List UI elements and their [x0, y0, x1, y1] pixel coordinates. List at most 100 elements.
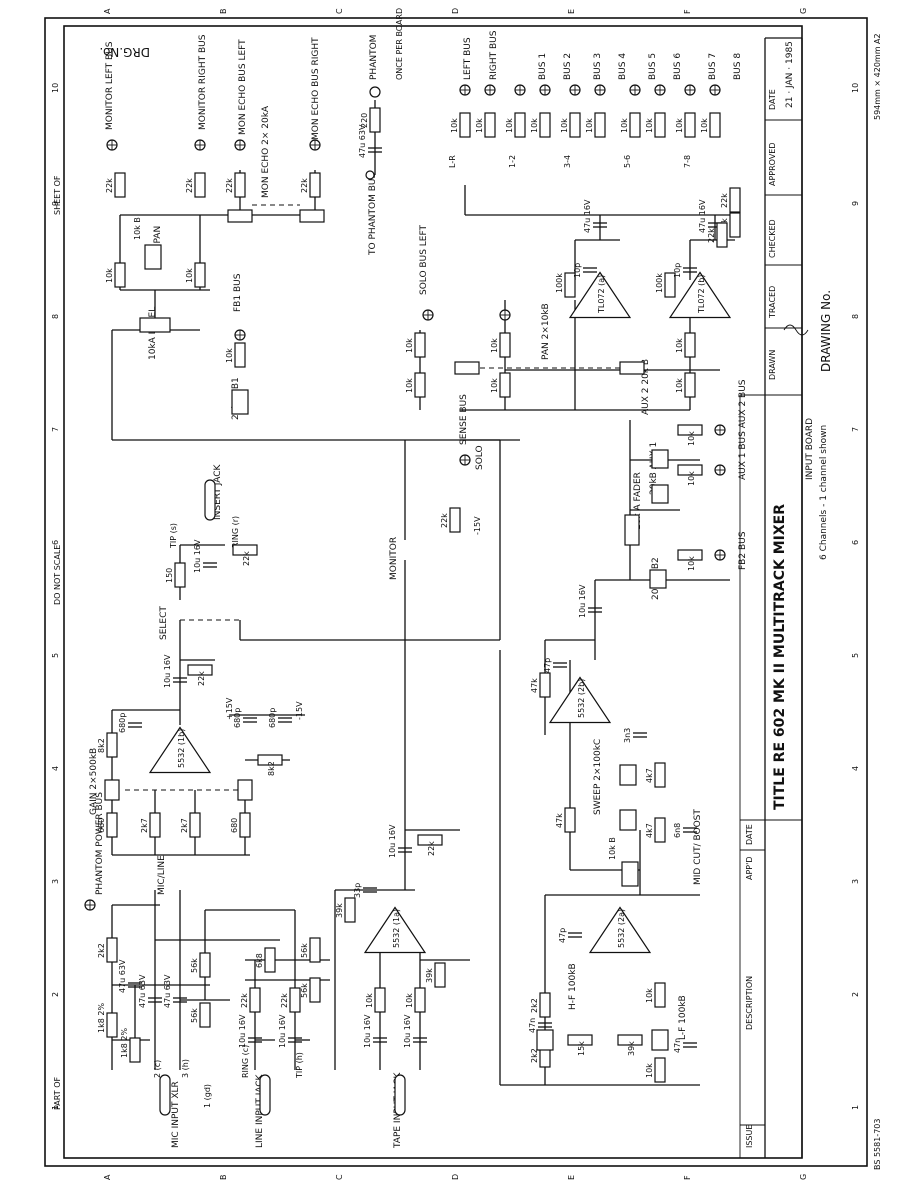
- res-1k8-a-value: 1k8 2%: [97, 1003, 106, 1033]
- zone-letter-E-0: E: [567, 9, 576, 14]
- level-pot-label: 10kA LEVEL: [148, 307, 158, 360]
- opamp-3: [588, 906, 652, 954]
- zone-letter-A-0: A: [103, 8, 112, 14]
- res-pan-3-value: 10k: [490, 378, 499, 393]
- res-22k-b: [289, 987, 301, 1013]
- mon-echo-left-bus-label: MON ECHO BUS LEFT: [238, 39, 248, 135]
- cap-phantom-value: 47u 63V: [358, 124, 367, 158]
- res-eq-39k: [617, 1034, 643, 1046]
- checked-label: CHECKED: [768, 219, 777, 258]
- solo-switch-label: SOLO: [475, 445, 485, 470]
- res-2k7-a: [149, 812, 161, 838]
- res-tape-10k-a: [374, 987, 386, 1013]
- res-mon-22k-d-value: 22k: [300, 178, 309, 193]
- cap-10u-a-value: 10u 16V: [238, 1014, 247, 1048]
- res-sum-100k-a-value: 100k: [555, 273, 564, 293]
- res-sum-100k-b: [664, 272, 676, 298]
- cap-sum-47u-b-value: 47u 16V: [698, 199, 707, 233]
- mon-echo-right-bus-label: MON ECHO BUS RIGHT: [311, 37, 321, 140]
- cap-sum-47u-a-value: 47u 16V: [583, 199, 592, 233]
- opamp-2-label: 5532 (2b): [577, 679, 586, 718]
- cap-eq-47p-b-value: 47p: [543, 658, 552, 673]
- res-mon-10k-a: [114, 262, 126, 288]
- res-1k8-a: [106, 1012, 118, 1038]
- mid-pot-value: 10k B: [608, 837, 617, 860]
- zone-number-4-1: 4: [851, 766, 860, 771]
- res-220-value: 220: [360, 113, 369, 128]
- res-39k-fb: [344, 897, 356, 923]
- cap-10u-pre-value: 10u 16V: [163, 654, 172, 688]
- res-pan-5: [684, 372, 696, 398]
- res-2k7-b: [189, 812, 201, 838]
- zone-number-10-0: 10: [51, 83, 60, 93]
- gain-pot-a: [104, 779, 120, 801]
- fader-pot: [624, 514, 640, 546]
- res-pan-4: [684, 332, 696, 358]
- aux-buses-label: AUX 1 BUS AUX 2 BUS: [738, 379, 748, 480]
- hf-pot: [536, 1029, 554, 1051]
- cap-eq-47p-value: 47p: [558, 928, 567, 943]
- res-39k-b: [434, 962, 446, 988]
- zone-number-9-1: 9: [851, 201, 860, 206]
- res-bus-8-value: 10k: [675, 118, 684, 133]
- res-56k-a: [199, 952, 211, 978]
- res-bus-4-value: 10k: [560, 118, 569, 133]
- cap-tape-a-value: 10u 16V: [363, 1014, 372, 1048]
- opamp-3-label: 5532 (2a): [617, 909, 626, 948]
- insert-ring-label: RING (r): [231, 516, 240, 548]
- once-per-board-label: ONCE PER BOARD: [395, 8, 404, 80]
- xlr-pin3-label: 3 (h): [181, 1059, 190, 1078]
- res-mon-10k-b: [194, 262, 206, 288]
- mic-xlr-jack: [159, 1074, 171, 1116]
- zone-letter-C-1: C: [335, 1174, 344, 1180]
- bus-4-label: BUS 4: [618, 53, 628, 80]
- gain-pot-b: [237, 779, 253, 801]
- inner-frame: [63, 25, 803, 1159]
- xlr-pin1-label: 1 (gd): [203, 1084, 212, 1108]
- res-1k8-b-value: 1k8 2%: [120, 1028, 129, 1058]
- res-bus-7-value: 10k: [645, 118, 654, 133]
- fb2-pot: [649, 569, 667, 589]
- xlr-pin2-label: 2 (c): [153, 1060, 162, 1078]
- res-680-a: [106, 812, 118, 838]
- aux2-pot-label: AUX 2 20k B: [641, 359, 651, 415]
- res-bus-9-value: 10k: [700, 118, 709, 133]
- res-bus-5-value: 10k: [585, 118, 594, 133]
- zone-number-4-0: 4: [51, 766, 60, 771]
- res-sum-22k-a-value: 22k: [720, 193, 729, 208]
- res-bus-9: [709, 112, 721, 138]
- lf-pot: [651, 1029, 669, 1051]
- solo-bus-left-label: SOLO BUS LEFT: [419, 225, 429, 295]
- res-eq-47k-b-value: 47k: [530, 678, 539, 693]
- res-56k-c-value: 56k: [300, 943, 309, 958]
- routing-3-label: 5-6: [623, 155, 632, 168]
- res-22k-insert-value: 22k: [242, 551, 251, 566]
- res-solo-22k-value: 22k: [440, 513, 449, 528]
- res-6k8: [264, 947, 276, 973]
- mon-echo-pot-a: [227, 209, 253, 223]
- zone-number-7-1: 7: [851, 427, 860, 432]
- opamp-2: [548, 676, 612, 724]
- zone-number-2-0: 2: [51, 992, 60, 997]
- solo-minus15-label: -15V: [473, 516, 482, 535]
- sense-bus-label: SENSE BUS: [459, 394, 469, 445]
- zone-letter-D-0: D: [451, 8, 460, 14]
- res-2k2-value: 2k2: [97, 943, 106, 958]
- res-56k-c: [309, 937, 321, 963]
- opamp-0: [148, 726, 212, 774]
- description-label: DESCRIPTION: [745, 976, 754, 1030]
- res-eq-47k-a: [564, 807, 576, 833]
- mic-input-label: MIC INPUT XLR: [171, 1081, 181, 1148]
- cap-eq-47n-a-value: 47n: [673, 1038, 682, 1053]
- zone-number-1-1: 1: [851, 1105, 860, 1110]
- zone-number-3-1: 3: [851, 879, 860, 884]
- right-bus-label: RIGHT BUS: [489, 30, 499, 80]
- res-mon-22k-d: [309, 172, 321, 198]
- res-solo-22k: [449, 507, 461, 533]
- res-sum-22k-c: [716, 222, 728, 248]
- res-bus-5: [594, 112, 606, 138]
- res-2k7-b-value: 2k7: [180, 818, 189, 833]
- routing-1-label: 1-2: [508, 155, 517, 168]
- cap-680p-pos-value: 680p: [233, 708, 242, 728]
- cap-680p-value: 680p: [118, 713, 127, 733]
